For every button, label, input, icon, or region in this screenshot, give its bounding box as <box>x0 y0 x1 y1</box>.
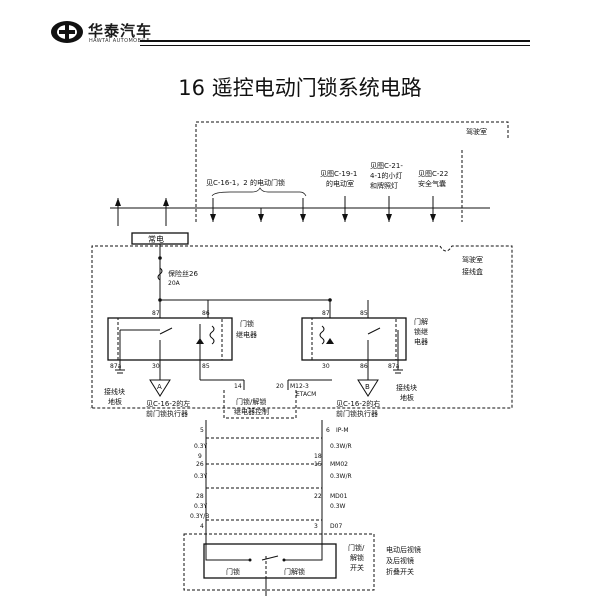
module-label-2: 继电器控制 <box>234 407 269 416</box>
ref-airbag-text-1: 见图C-22 <box>418 170 448 178</box>
left-actuator-label-2: 前门锁执行器 <box>146 409 188 418</box>
ref-dome-text-1: 见图C-19-1 <box>320 170 357 178</box>
left-relay-label-1: 门锁 <box>240 319 254 328</box>
right-relay-pin-30: 30 <box>322 363 330 370</box>
ref-lock-brace <box>211 187 307 197</box>
page-title: 16 遥控电动门锁系统电路 <box>178 76 422 100</box>
fuse-symbol <box>157 267 163 281</box>
ref-lamp-text-3: 和牌照灯 <box>370 181 398 190</box>
module-pin-14: 14 <box>234 383 242 390</box>
left-relay-pin-86: 86 <box>202 310 210 317</box>
right-relay-pin-87a: 87a <box>388 363 400 370</box>
switch-unlock-label: 门解锁 <box>284 567 305 576</box>
hawtai-logo-icon <box>51 21 83 43</box>
left-relay-pin-85: 85 <box>202 363 210 370</box>
right-relay-label-1: 门解 <box>414 317 428 326</box>
lock-switch-contacts <box>205 540 323 561</box>
cab-box-label: 驾驶室 <box>466 127 487 136</box>
brand-name-english: HAWTAI AUTOMOBILE <box>89 38 150 44</box>
right-relay-pin-85: 85 <box>360 310 368 317</box>
wire-right-color-0-3wr-b: 0.3W/R <box>330 473 352 480</box>
module-pin-ref: M12-3 <box>290 383 309 390</box>
power-label: 常电 <box>148 234 164 244</box>
ref-airbag-text-2: 安全气囊 <box>418 179 446 188</box>
wire-left-pin-5: 5 <box>200 427 204 434</box>
marker-b-triangle <box>357 360 379 397</box>
interface-box <box>90 245 513 409</box>
wire-right-pin-6: 6 <box>326 427 330 434</box>
brand-name: 华泰汽车 <box>88 22 153 40</box>
fuse-rating: 20A <box>168 280 181 287</box>
wire-left-pin-4: 4 <box>200 523 204 530</box>
right-ground-label-2: 地板 <box>400 393 414 402</box>
wire-right-color-0-3w: 0.3W <box>330 503 346 510</box>
ref-lamp-text-2: 4-1的小灯 <box>370 171 402 180</box>
right-actuator-label-1: 见C-16-2的右 <box>336 399 380 408</box>
fuse-label: 保险丝26 <box>168 269 198 278</box>
marker-a-triangle <box>149 360 171 397</box>
wire-right-color-ip-m: IP-M <box>336 427 349 434</box>
switch-desc-2: 及后视镜 <box>386 556 414 565</box>
right-relay-label-2: 锁继 <box>414 327 428 336</box>
switch-name-2: 解锁 <box>350 553 364 562</box>
wire-left-pin-26: 26 <box>196 461 204 468</box>
etacm-label: ETACM <box>296 391 316 398</box>
wire-right-code-d07: D07 <box>330 523 342 530</box>
ref-lamp-text-1: 见图C-21- <box>370 162 403 170</box>
page-header: 华泰汽车 HAWTAI AUTOMOBILE <box>0 0 600 60</box>
module-label-1: 门锁/解锁 <box>236 397 266 406</box>
wire-right-pin-22: 22 <box>314 493 322 500</box>
wire-right-pin-15: 15 <box>314 461 322 468</box>
switch-desc-3: 折叠开关 <box>386 567 414 576</box>
left-door-lock-relay <box>107 300 233 380</box>
right-actuator-label-2: 前门锁执行器 <box>336 409 378 418</box>
interface-box-label-1: 驾驶室 <box>462 255 483 264</box>
switch-name-3: 开关 <box>350 563 364 572</box>
left-relay-pin-87a: 87a <box>110 363 122 370</box>
wire-left-color-0-3y-b: 0.3Y <box>194 473 208 480</box>
header-rule <box>140 40 530 42</box>
right-door-unlock-relay <box>301 298 407 374</box>
switch-desc-1: 电动后视镜 <box>386 545 421 554</box>
wire-right-color-0-3wr-a: 0.3W/R <box>330 443 352 450</box>
mirror-switch-box <box>183 533 375 591</box>
left-ground-label-2: 地板 <box>108 397 122 406</box>
wire-right-pin-18: 18 <box>314 453 322 460</box>
left-relay-pin-87: 87 <box>152 310 160 317</box>
left-ground-label-1: 接线块 <box>104 387 125 396</box>
wire-right-pin-3: 3 <box>314 523 318 530</box>
wire-left-pin-9: 9 <box>198 453 202 460</box>
left-relay-label-2: 继电器 <box>236 330 257 339</box>
cab-box <box>195 121 509 222</box>
right-relay-pin-87: 87 <box>322 310 330 317</box>
wire-right-code-md01: MD01 <box>330 493 348 500</box>
lock-switch-box <box>203 543 337 579</box>
wire-left-color-0-3y-c: 0.3Y <box>194 503 208 510</box>
ref-dome-text-2: 的电动室 <box>326 179 354 188</box>
top-arrows <box>110 196 490 226</box>
right-ground-label-1: 接线块 <box>396 383 417 392</box>
switch-name-1: 门锁/ <box>348 543 365 552</box>
right-relay-label-3: 电器 <box>414 337 428 346</box>
right-relay-pin-86: 86 <box>360 363 368 370</box>
wire-right-code-mm02: MM02 <box>330 461 348 468</box>
ref-lock-text: 见C-16-1，2 的电动门锁 <box>206 178 285 187</box>
wire-left-color-0-3y-a: 0.3Y <box>194 443 208 450</box>
switch-lock-label: 门锁 <box>226 567 240 576</box>
wire-left-color-0-3yb: 0.3Y/B <box>190 513 209 520</box>
left-actuator-label-1: 见C-16-2的左 <box>146 399 190 408</box>
interface-box-label-2: 接线盒 <box>462 267 483 276</box>
left-relay-pin-30: 30 <box>152 363 160 370</box>
marker-a: A <box>157 383 162 391</box>
header-rule-thin <box>140 45 530 46</box>
module-pin-20: 20 <box>276 383 284 390</box>
wire-left-pin-28: 28 <box>196 493 204 500</box>
marker-b: B <box>365 383 370 391</box>
